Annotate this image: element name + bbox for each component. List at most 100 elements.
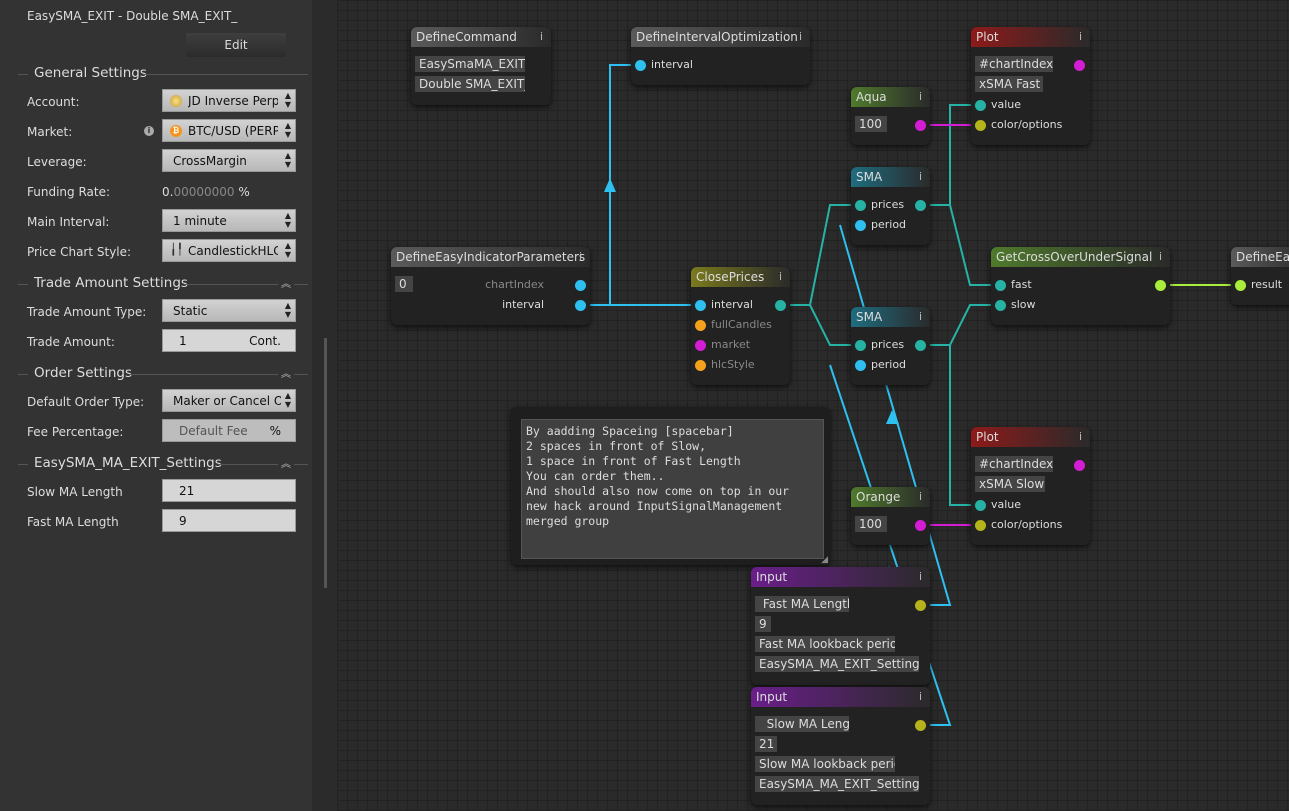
info-icon[interactable]: i bbox=[539, 30, 543, 43]
port-interval-in[interactable] bbox=[635, 60, 646, 71]
info-icon[interactable]: i bbox=[918, 310, 922, 323]
node-title: Orange bbox=[856, 490, 901, 504]
trade-amount-input[interactable]: 1 Cont. bbox=[162, 329, 296, 352]
info-icon[interactable]: i bbox=[798, 30, 802, 43]
port-interval-out[interactable] bbox=[575, 300, 586, 311]
port-color-in[interactable] bbox=[975, 120, 986, 131]
input-label-field[interactable]: Fast MA Length bbox=[755, 596, 849, 612]
info-icon[interactable]: i bbox=[918, 690, 922, 703]
leverage-select[interactable]: CrossMargin ▲▼ bbox=[162, 149, 296, 172]
chart-index-field[interactable]: #chartIndex bbox=[975, 456, 1053, 472]
port-value-in[interactable] bbox=[975, 500, 986, 511]
port-prices-out[interactable] bbox=[775, 300, 786, 311]
opacity-field[interactable]: 100 bbox=[855, 516, 887, 532]
port-prices-in[interactable] bbox=[855, 340, 866, 351]
port-chartindex-out[interactable] bbox=[575, 280, 586, 291]
opacity-field[interactable]: 100 bbox=[855, 116, 887, 132]
edit-button[interactable]: Edit bbox=[186, 33, 286, 57]
info-icon[interactable]: i bbox=[578, 250, 582, 263]
port-value-out[interactable] bbox=[915, 600, 926, 611]
sidebar-scrollbar-thumb[interactable] bbox=[324, 338, 327, 588]
port-slow-in[interactable] bbox=[995, 300, 1006, 311]
port-chartindex-in[interactable] bbox=[1074, 60, 1085, 71]
section-easysma-settings[interactable]: EasySMA_MA_EXIT_Settings ︽ bbox=[18, 455, 308, 473]
port-sma-out[interactable] bbox=[915, 200, 926, 211]
port-hlcstyle-in[interactable] bbox=[695, 360, 706, 371]
command-name-field[interactable]: Double SMA_EXIT_ bbox=[415, 76, 525, 92]
input-group-field[interactable]: EasySMA_MA_EXIT_Settings bbox=[755, 656, 919, 672]
port-fast-in[interactable] bbox=[995, 280, 1006, 291]
port-value-in[interactable] bbox=[975, 100, 986, 111]
section-trade-amount-settings[interactable]: Trade Amount Settings ︽ bbox=[18, 275, 308, 293]
node-orange-color[interactable]: Orange i 100 bbox=[851, 487, 930, 545]
section-general-settings[interactable]: General Settings bbox=[18, 65, 308, 83]
port-color-out[interactable] bbox=[915, 520, 926, 531]
note-textarea[interactable]: By aadding Spaceing [spacebar] 2 spaces … bbox=[521, 419, 824, 559]
collapse-chevron-icon[interactable]: ︽ bbox=[278, 455, 294, 470]
resize-handle-icon[interactable]: ◢ bbox=[821, 555, 828, 565]
port-color-in[interactable] bbox=[975, 520, 986, 531]
input-tooltip-field[interactable]: Slow MA lookback period bbox=[755, 756, 895, 772]
info-icon[interactable]: i bbox=[778, 270, 782, 283]
account-select[interactable]: JD Inverse Perpe ▲▼ bbox=[162, 89, 296, 112]
node-define-easy-exit-cut[interactable]: DefineEas result bbox=[1231, 247, 1289, 305]
main-interval-select[interactable]: 1 minute ▲▼ bbox=[162, 209, 296, 232]
slow-ma-length-input[interactable]: 21 bbox=[162, 479, 296, 502]
collapse-chevron-icon[interactable]: ︽ bbox=[278, 275, 294, 290]
info-icon[interactable]: i bbox=[1158, 250, 1162, 263]
chart-index-field[interactable]: 0 bbox=[395, 276, 413, 292]
port-prices-in[interactable] bbox=[855, 200, 866, 211]
info-icon[interactable]: i bbox=[1078, 430, 1082, 443]
info-icon[interactable]: i bbox=[144, 126, 154, 136]
info-icon[interactable]: i bbox=[918, 90, 922, 103]
trade-amount-type-select[interactable]: Static ▲▼ bbox=[162, 299, 296, 322]
fee-percentage-input[interactable]: Default Fee % bbox=[162, 419, 296, 442]
input-default-field[interactable]: 9 bbox=[755, 616, 771, 632]
input-label-field[interactable]: Slow MA Length bbox=[755, 716, 849, 732]
section-order-settings[interactable]: Order Settings ︽ bbox=[18, 365, 308, 383]
chart-index-field[interactable]: #chartIndex bbox=[975, 56, 1053, 72]
info-icon[interactable]: i bbox=[1078, 30, 1082, 43]
input-default-field[interactable]: 21 bbox=[755, 736, 777, 752]
market-select[interactable]: ₿ BTC/USD (PERPE ▲▼ bbox=[162, 119, 296, 142]
port-market-in[interactable] bbox=[695, 340, 706, 351]
port-period-in[interactable] bbox=[855, 360, 866, 371]
info-icon[interactable]: i bbox=[918, 570, 922, 583]
default-order-type-label: Default Order Type: bbox=[27, 395, 145, 409]
port-result-in[interactable] bbox=[1235, 280, 1246, 291]
info-icon[interactable]: i bbox=[918, 170, 922, 183]
port-chartindex-in[interactable] bbox=[1074, 460, 1085, 471]
port-fullcandles-in[interactable] bbox=[695, 320, 706, 331]
port-signal-out[interactable] bbox=[1155, 280, 1166, 291]
fast-ma-length-input[interactable]: 9 bbox=[162, 509, 296, 532]
port-period-in[interactable] bbox=[855, 220, 866, 231]
plot-name-field[interactable]: xSMA Fast bbox=[975, 76, 1043, 92]
port-interval-in[interactable] bbox=[695, 300, 706, 311]
input-group-field[interactable]: EasySMA_MA_EXIT_Settings bbox=[755, 776, 919, 792]
default-order-type-select[interactable]: Maker or Cancel Order ▲▼ bbox=[162, 389, 296, 412]
command-id-field[interactable]: EasySmaMA_EXIT_ bbox=[415, 56, 525, 72]
info-icon[interactable]: i bbox=[918, 490, 922, 503]
port-sma-out[interactable] bbox=[915, 340, 926, 351]
collapse-chevron-icon[interactable]: ︽ bbox=[278, 365, 294, 380]
port-color-out[interactable] bbox=[915, 120, 926, 131]
plot-name-field[interactable]: xSMA Slow bbox=[975, 476, 1045, 492]
price-chart-style-select[interactable]: ╽╿ CandlestickHLC ▲▼ bbox=[162, 239, 296, 262]
port-value-out[interactable] bbox=[915, 720, 926, 731]
comment-note[interactable]: By aadding Spaceing [spacebar] 2 spaces … bbox=[511, 407, 830, 565]
input-tooltip-field[interactable]: Fast MA lookback period bbox=[755, 636, 895, 652]
wire-slow-period bbox=[829, 364, 952, 726]
